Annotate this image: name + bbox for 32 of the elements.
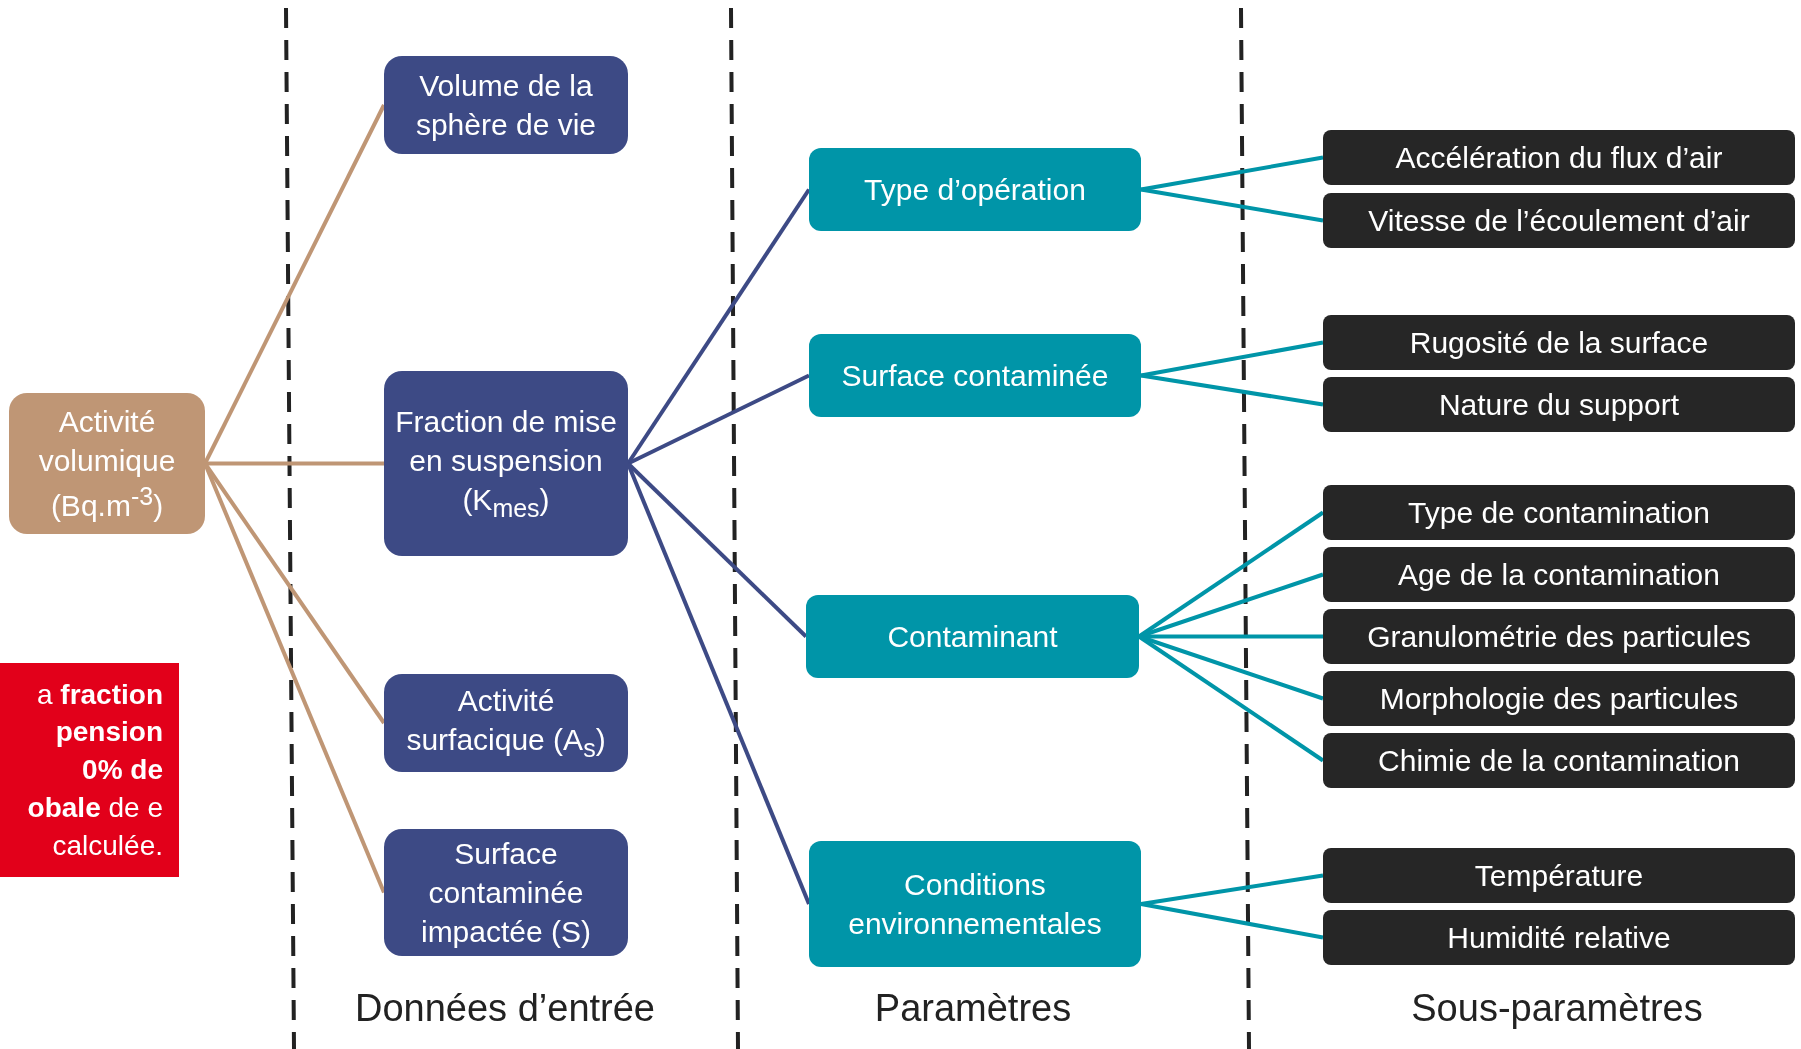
sub-parameter-box: Age de la contamination bbox=[1323, 547, 1795, 602]
connector-line bbox=[1140, 340, 1324, 378]
sub-parameter-box: Granulométrie des particules bbox=[1323, 609, 1795, 664]
column-heading: Données d’entrée bbox=[355, 987, 655, 1030]
sub-parameter-box: Accélération du flux d’air bbox=[1323, 130, 1795, 185]
parameter-box: Conditions environnementales bbox=[809, 841, 1141, 967]
sub-parameter-box: Type de contamination bbox=[1323, 485, 1795, 540]
connector-line bbox=[627, 373, 810, 466]
column-heading: Paramètres bbox=[874, 987, 1072, 1030]
result-box: Activité volumique (Bq.m$^{-3}$) bbox=[9, 393, 205, 534]
input-box: Fraction de mise en suspension (K$_{mes}$) bbox=[384, 371, 628, 556]
sub-parameter-box: Nature du support bbox=[1323, 377, 1795, 432]
input-box: Activité surfacique (A$_{s}$) bbox=[384, 674, 628, 772]
note-box: a fraction pension 0% de obale de e calculée. bbox=[0, 663, 179, 877]
connector-line bbox=[1140, 902, 1324, 940]
connector-line bbox=[205, 461, 384, 466]
parameter-box: Type d’opération bbox=[809, 148, 1141, 231]
parameter-box: Contaminant bbox=[806, 595, 1139, 678]
input-box: Volume de la sphère de vie bbox=[384, 56, 628, 154]
parameter-box: Surface contaminée bbox=[809, 334, 1141, 417]
connector-line bbox=[203, 104, 386, 465]
sub-parameter-box: Humidité relative bbox=[1323, 910, 1795, 965]
sub-parameter-box: Rugosité de la surface bbox=[1323, 315, 1795, 370]
input-box: Surface contaminée impactée (S) bbox=[384, 829, 628, 956]
connector-line bbox=[1140, 187, 1324, 223]
connector-line bbox=[1140, 155, 1324, 192]
sub-parameter-box: Vitesse de l’écoulement d’air bbox=[1323, 193, 1795, 248]
sub-parameter-box: Température bbox=[1323, 848, 1795, 903]
column-heading: Sous-paramètres bbox=[1411, 987, 1703, 1030]
sub-parameter-box: Chimie de la contamination bbox=[1323, 733, 1795, 788]
connector-line bbox=[1140, 373, 1324, 407]
sub-parameter-box: Morphologie des particules bbox=[1323, 671, 1795, 726]
